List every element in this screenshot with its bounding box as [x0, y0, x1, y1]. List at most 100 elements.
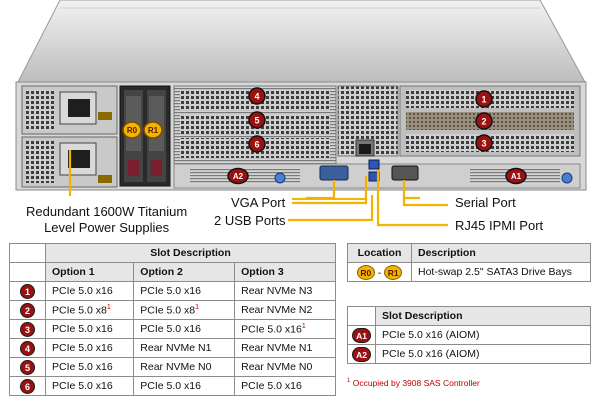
slot-badge-2: 2 — [475, 112, 493, 130]
psu-callout: Redundant 1600W Titanium Level Power Sup… — [26, 204, 187, 236]
psu-callout-line1: Redundant 1600W Titanium — [26, 204, 188, 219]
description-header: Description — [411, 243, 591, 263]
chassis-top — [17, 0, 586, 83]
slot-description-table: Slot Description Option 1 Option 2 Optio… — [9, 243, 336, 396]
slot-6-option-2: PCIe 5.0 x16 — [133, 376, 236, 396]
column-option-2: Option 2 — [133, 262, 236, 282]
aiom-badge-a1-label: A1 — [511, 172, 522, 181]
location-header: Location — [347, 243, 412, 263]
aiom-badge-a2: A2 — [227, 167, 249, 185]
slot-table-title: Slot Description — [45, 243, 336, 263]
slot-table-corner — [9, 243, 46, 263]
slot-3-option-2: PCIe 5.0 x16 — [133, 319, 236, 339]
drive-r1-badge: R1 — [384, 264, 403, 280]
serial-port — [391, 165, 419, 181]
slot-3-option-3-text: PCIe 5.0 x16 — [241, 323, 302, 336]
slot-3-option-1: PCIe 5.0 x16 — [44, 319, 135, 339]
rj45-callout: RJ45 IPMI Port — [455, 218, 544, 233]
slot-badge-4: 4 — [248, 87, 266, 105]
drive-badge-r0-label: R0 — [127, 126, 138, 135]
server-rear-panel: 4 5 6 1 2 3 A2 A1 R0 R1 — [15, 0, 587, 200]
aiom-badge-a1: A1 — [505, 167, 527, 185]
slot-badge-3-label: 3 — [481, 139, 486, 149]
vga-port — [319, 165, 349, 181]
table-row: 2 PCIe 5.0 x81 PCIe 5.0 x81 Rear NVMe N2 — [9, 300, 336, 320]
slot-2-option-3: Rear NVMe N2 — [234, 300, 336, 320]
slot-badge-6: 6 — [248, 135, 266, 153]
slot-6-option-3: PCIe 5.0 x16 — [234, 376, 336, 396]
slot-badge-4-label: 4 — [254, 92, 259, 102]
drive-badge-r1-label: R1 — [148, 126, 159, 135]
table-row: R0 - R1 Hot-swap 2.5" SATA3 Drive Bays — [347, 262, 591, 282]
column-option-3: Option 3 — [234, 262, 336, 282]
slot-2-option-1-text: PCIe 5.0 x8 — [52, 304, 107, 317]
slot-1-option-3: Rear NVMe N3 — [234, 281, 336, 301]
drive-r0-badge: R0 — [356, 264, 375, 280]
power-supply-1 — [21, 85, 118, 135]
slot-badge-1: 1 — [475, 90, 493, 108]
psu-callout-line2: Level Power Supplies — [44, 220, 170, 235]
table-row: 6 PCIe 5.0 x16 PCIe 5.0 x16 PCIe 5.0 x16 — [9, 376, 336, 396]
slot-3-badge: 3 — [20, 321, 35, 337]
slot-5-badge: 5 — [20, 359, 35, 375]
slot-6-option-1: PCIe 5.0 x16 — [44, 376, 135, 396]
aiom-a2-description: PCIe 5.0 x16 (AIOM) — [375, 344, 591, 364]
usb-port-1 — [368, 159, 380, 170]
aiom-a2-badge: A2 — [352, 346, 371, 362]
drive-badge-r1: R1 — [143, 121, 163, 139]
range-separator: - — [377, 266, 382, 279]
footnote-text: Occupied by 3908 SAS Controller — [350, 378, 480, 388]
slot-4-option-2: Rear NVMe N1 — [133, 338, 236, 358]
usb-callout: 2 USB Ports — [214, 213, 286, 228]
slot-1-option-2: PCIe 5.0 x16 — [133, 281, 236, 301]
column-option-1: Option 1 — [44, 262, 135, 282]
aiom-table-title: Slot Description — [375, 306, 591, 326]
slot-2-option-2: PCIe 5.0 x81 — [133, 300, 236, 320]
footnote-marker: 1 — [195, 303, 200, 311]
aiom-badge-a2-label: A2 — [233, 172, 244, 181]
vga-callout: VGA Port — [231, 195, 286, 210]
slot-1-option-1: PCIe 5.0 x16 — [44, 281, 135, 301]
drive-bays — [119, 85, 171, 187]
slot-2-option-1: PCIe 5.0 x81 — [44, 300, 135, 320]
slot-badge-5-label: 5 — [254, 116, 259, 126]
slot-4-badge: 4 — [20, 340, 35, 356]
footnote-marker: 1 — [106, 303, 111, 311]
table-row: 3 PCIe 5.0 x16 PCIe 5.0 x16 PCIe 5.0 x16… — [9, 319, 336, 339]
drive-bay-description: Hot-swap 2.5" SATA3 Drive Bays — [411, 262, 591, 282]
slot-4-option-3: Rear NVMe N1 — [234, 338, 336, 358]
slot-badge-3: 3 — [475, 134, 493, 152]
table-row: A2 PCIe 5.0 x16 (AIOM) — [347, 344, 591, 364]
table-row: 4 PCIe 5.0 x16 Rear NVMe N1 Rear NVMe N1 — [9, 338, 336, 358]
slot-4-option-1: PCIe 5.0 x16 — [44, 338, 135, 358]
slot-badge-2-label: 2 — [481, 117, 486, 127]
slot-5-option-1: PCIe 5.0 x16 — [44, 357, 135, 377]
slot-table-id-header — [9, 262, 46, 282]
footnote: 1 Occupied by 3908 SAS Controller — [347, 378, 480, 388]
location-cell: R0 - R1 — [347, 262, 412, 282]
slot-table-title-row: Slot Description — [9, 243, 336, 263]
slot-table-columns: Option 1 Option 2 Option 3 — [9, 262, 336, 282]
aiom-table-corner — [347, 306, 376, 326]
serial-callout: Serial Port — [455, 195, 516, 210]
slot-badge-5: 5 — [248, 111, 266, 129]
footnote-marker: 1 — [301, 322, 306, 330]
leader-extensions — [288, 195, 448, 227]
aiom-a1-badge: A1 — [352, 327, 371, 343]
aiom-slot-table: Slot Description A1 PCIe 5.0 x16 (AIOM) … — [347, 306, 591, 364]
slot-2-option-2-text: PCIe 5.0 x8 — [140, 304, 196, 317]
slot-6-badge: 6 — [20, 378, 35, 394]
slot-5-option-2: Rear NVMe N0 — [133, 357, 236, 377]
table-row: 5 PCIe 5.0 x16 Rear NVMe N0 Rear NVMe N0 — [9, 357, 336, 377]
table-row: A1 PCIe 5.0 x16 (AIOM) — [347, 325, 591, 345]
table-row: 1 PCIe 5.0 x16 PCIe 5.0 x16 Rear NVMe N3 — [9, 281, 336, 301]
slot-3-option-3: PCIe 5.0 x161 — [234, 319, 336, 339]
slot-badge-6-label: 6 — [254, 140, 259, 150]
location-table: Location Description R0 - R1 Hot-swap 2.… — [347, 243, 591, 282]
slot-1-badge: 1 — [20, 283, 35, 299]
drive-badge-r0: R0 — [122, 121, 142, 139]
footnote-mark: 1 — [347, 378, 351, 385]
slot-5-option-3: Rear NVMe N0 — [234, 357, 336, 377]
slot-2-badge: 2 — [20, 302, 35, 318]
aiom-a1-description: PCIe 5.0 x16 (AIOM) — [375, 325, 591, 345]
